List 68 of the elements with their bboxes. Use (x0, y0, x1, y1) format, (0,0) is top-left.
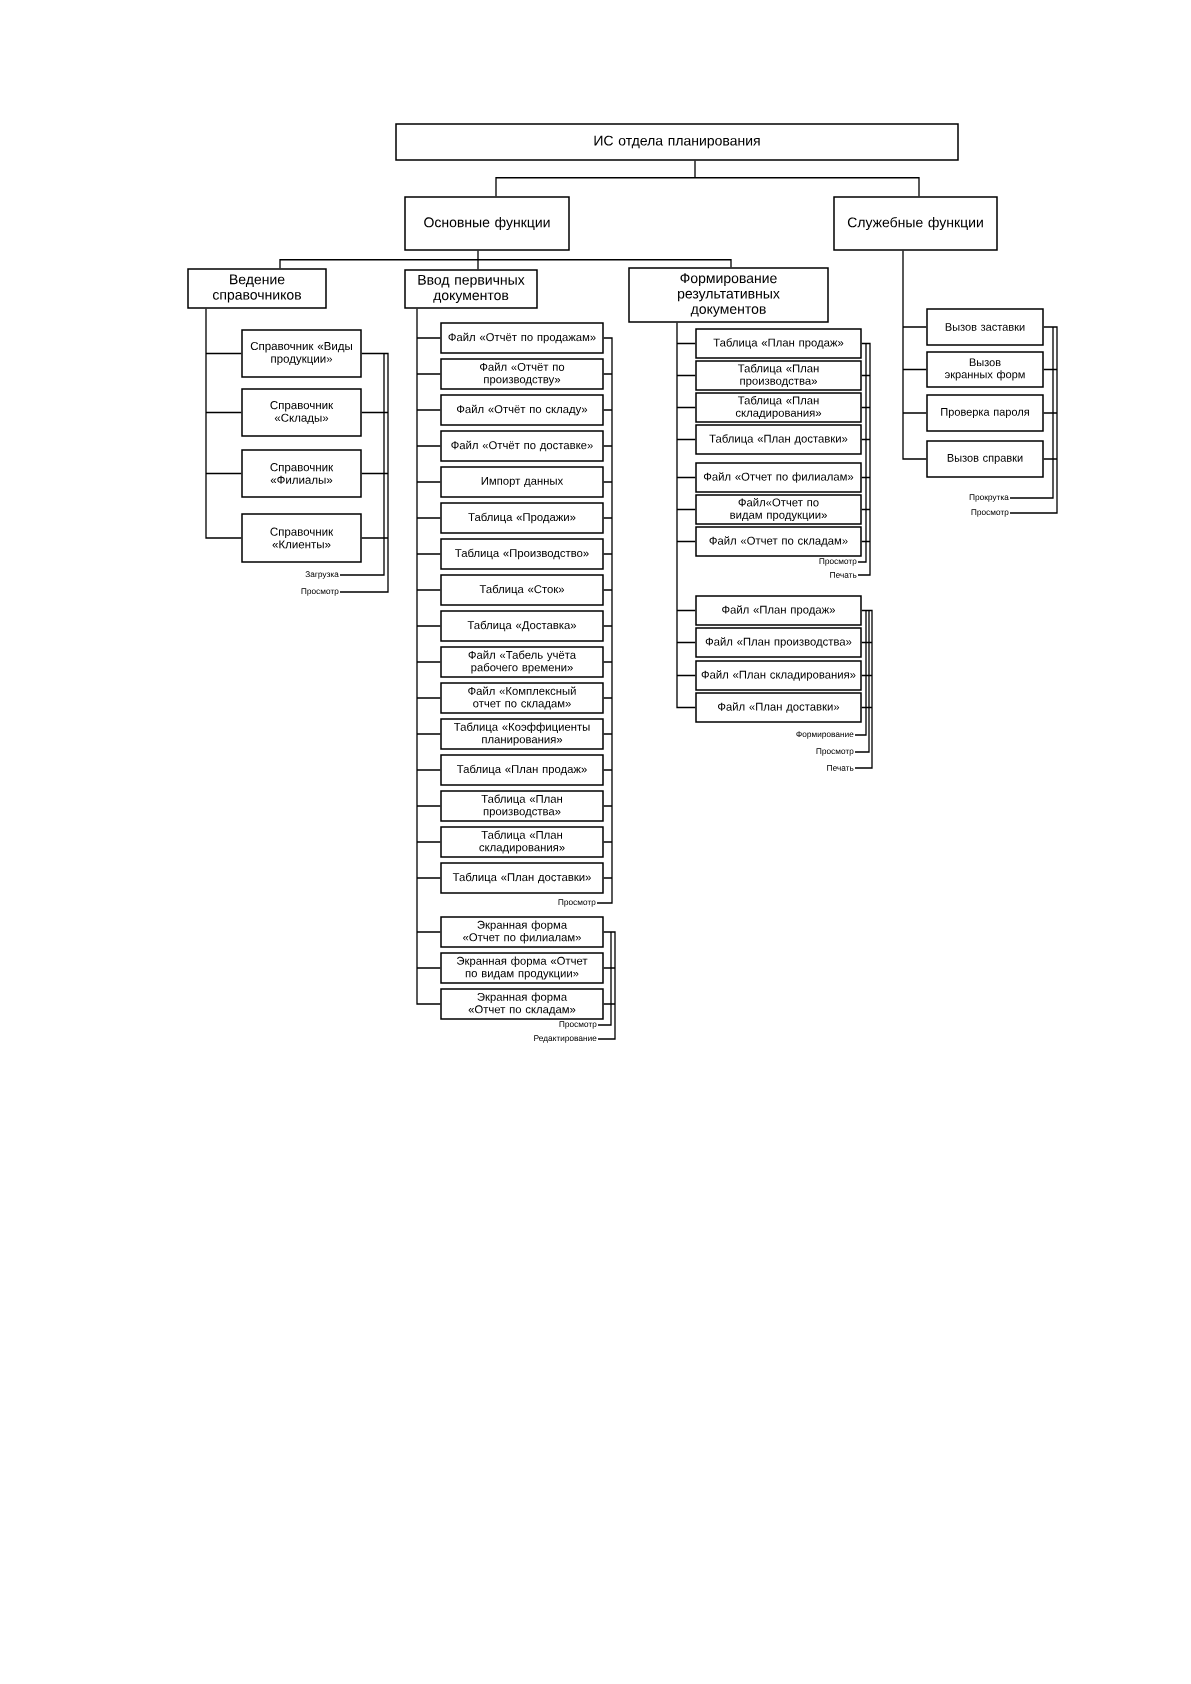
module-box: Таблица «План продаж» (440, 754, 604, 786)
operation-label: Просмотр (819, 558, 857, 566)
module-box: Файл «Отчёт по доставке» (440, 430, 604, 462)
module-box: Таблица «Коэффициенты планирования» (440, 718, 604, 750)
connector-line (597, 931, 616, 1040)
connector-line (676, 322, 696, 709)
connector-line (857, 342, 871, 576)
module-box: Ведение справочников (187, 268, 327, 309)
module-box: Файл «Отчет по складам» (695, 526, 862, 557)
operation-label: Просмотр (558, 899, 596, 907)
module-box: Таблица «План доставки» (440, 862, 604, 894)
connector-line (495, 160, 920, 197)
module-box: Вызов экранных форм (926, 351, 1044, 388)
module-box: Служебные функции (833, 196, 998, 251)
module-box: Импорт данных (440, 466, 604, 498)
module-box: ИС отдела планирования (395, 123, 959, 161)
module-box: Вызов справки (926, 440, 1044, 478)
operation-label: Просмотр (816, 748, 854, 756)
module-box: Файл «План производства» (695, 627, 862, 658)
module-box: Таблица «Доставка» (440, 610, 604, 642)
module-box: Справочник «Клиенты» (241, 513, 362, 563)
connector-line (339, 352, 389, 593)
module-box: Таблица «План продаж» (695, 328, 862, 359)
operation-label: Загрузка (305, 571, 339, 579)
module-box: Таблица «План складирования» (440, 826, 604, 858)
operation-label: Прокрутка (969, 494, 1009, 502)
connector-line (854, 609, 873, 769)
module-box: Таблица «Продажи» (440, 502, 604, 534)
module-box: Файл «Отчёт по производству» (440, 358, 604, 390)
connector-line (416, 308, 441, 1005)
operation-label: Просмотр (301, 588, 339, 596)
operation-label: Печать (830, 572, 857, 578)
module-box: Таблица «План складирования» (695, 392, 862, 423)
module-box: Таблица «Производство» (440, 538, 604, 570)
module-box: Справочник «Филиалы» (241, 449, 362, 498)
module-box: Файл «Комплексный отчет по складам» (440, 682, 604, 714)
connector-line (596, 337, 613, 904)
module-box: Формирование результативных документов (628, 267, 829, 323)
connector-line (205, 308, 242, 539)
operation-label: Печать (827, 765, 854, 771)
module-box: Экранная форма «Отчет по складам» (440, 988, 604, 1020)
module-box: Вызов заставки (926, 308, 1044, 346)
module-box: Файл «План доставки» (695, 692, 862, 723)
operation-label: Редактирование (534, 1035, 597, 1043)
module-box: Файл «Отчет по филиалам» (695, 462, 862, 493)
module-box: Файл «План складирования» (695, 660, 862, 691)
operation-label: Просмотр (559, 1021, 597, 1029)
module-box: Таблица «Сток» (440, 574, 604, 606)
operation-label: Просмотр (971, 509, 1009, 517)
module-box: Файл «Отчёт по складу» (440, 394, 604, 426)
module-box: Таблица «План доставки» (695, 424, 862, 455)
module-box: Ввод первичных документов (404, 269, 538, 309)
module-box: Файл«Отчет по видам продукции» (695, 494, 862, 525)
module-box: Проверка пароля (926, 394, 1044, 432)
connector-line (902, 250, 927, 460)
module-box: Файл «Табель учёта рабочего времени» (440, 646, 604, 678)
operation-label: Формирование (796, 731, 854, 739)
module-box: Справочник «Виды продукции» (241, 329, 362, 378)
module-box: Справочник «Склады» (241, 388, 362, 437)
module-box: Таблица «План производства» (695, 360, 862, 391)
module-box: Файл «План продаж» (695, 595, 862, 626)
module-box: Основные функции (404, 196, 570, 251)
connector-line (279, 250, 732, 270)
module-box: Экранная форма «Отчет по филиалам» (440, 916, 604, 948)
module-box: Таблица «План производства» (440, 790, 604, 822)
module-box: Файл «Отчёт по продажам» (440, 322, 604, 354)
connector-line (1009, 326, 1058, 514)
module-box: Экранная форма «Отчет по видам продукции» (440, 952, 604, 984)
